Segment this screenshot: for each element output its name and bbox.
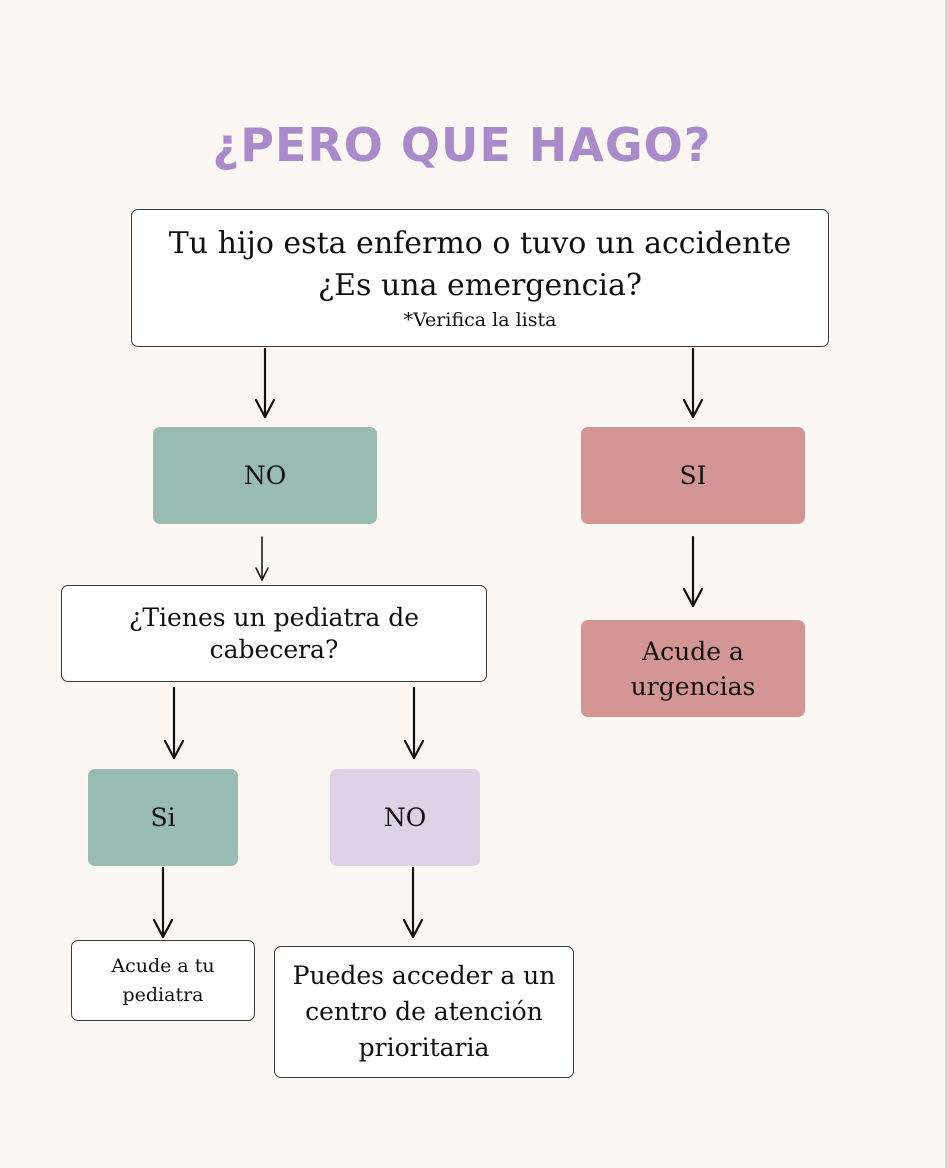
urgencias-box: Acude a urgencias	[581, 620, 805, 717]
yes-emergency-box: SI	[581, 427, 805, 524]
page-title: ¿PERO QUE HAGO?	[212, 118, 712, 172]
arrow-to-go-to-pediatrician	[152, 866, 174, 939]
main-question-box: Tu hijo esta enfermo o tuvo un accidente…	[131, 209, 829, 347]
arrow-to-has-pediatrician	[163, 686, 185, 760]
go-to-pediatrician-line2: pediatra	[122, 983, 204, 1006]
arrow-to-priority-care	[402, 866, 424, 939]
page-edge	[945, 0, 948, 1168]
priority-care-line2: centro de atención	[305, 997, 543, 1026]
has-pediatrician-box: Si	[88, 769, 238, 866]
arrow-to-pediatrician-question	[255, 536, 269, 581]
arrow-to-no-pediatrician	[403, 686, 425, 760]
priority-care-box: Puedes acceder a un centro de atención p…	[274, 946, 574, 1078]
yes-emergency-label: SI	[679, 460, 707, 490]
no-emergency-label: NO	[243, 460, 287, 490]
main-question-note: *Verifica la lista	[403, 309, 557, 331]
main-question-line2: ¿Es una emergencia?	[318, 268, 642, 303]
arrow-to-no	[254, 347, 276, 419]
urgencias-line1: Acude a	[642, 636, 744, 666]
priority-care-line1: Puedes acceder a un	[292, 961, 556, 990]
arrow-to-urgencias	[682, 535, 704, 608]
priority-care-line3: prioritaria	[358, 1033, 490, 1062]
no-emergency-box: NO	[153, 427, 377, 524]
main-question-line1: Tu hijo esta enfermo o tuvo un accidente	[168, 226, 792, 261]
pediatrician-question-box: ¿Tienes un pediatra de cabecera?	[61, 585, 487, 682]
pediatrician-question-text: ¿Tienes un pediatra de cabecera?	[128, 603, 420, 664]
go-to-pediatrician-line1: Acude a tu	[111, 954, 215, 977]
urgencias-line2: urgencias	[630, 671, 756, 701]
arrow-to-si	[682, 347, 704, 419]
no-pediatrician-box: NO	[330, 769, 480, 866]
has-pediatrician-label: Si	[150, 802, 176, 832]
go-to-pediatrician-box: Acude a tu pediatra	[71, 940, 255, 1021]
no-pediatrician-label: NO	[383, 802, 427, 832]
